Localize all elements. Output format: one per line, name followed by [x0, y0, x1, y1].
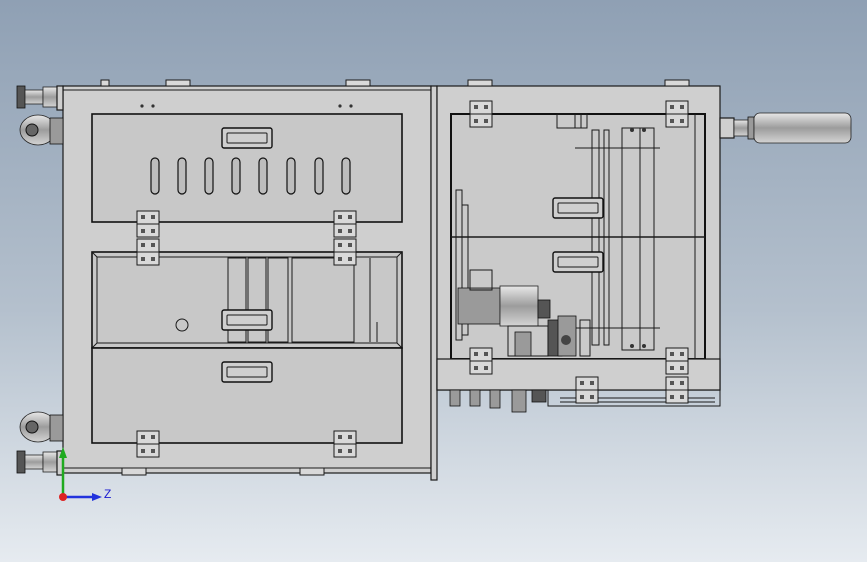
leveling-foot-icon — [16, 85, 64, 111]
top-lug — [165, 79, 191, 87]
caster-wheel-icon — [19, 114, 64, 146]
caster-wheel-icon — [19, 411, 64, 443]
handle-icon[interactable] — [221, 127, 273, 149]
handle-icon[interactable] — [552, 251, 604, 273]
top-lug — [100, 79, 110, 87]
hinge-icon — [469, 347, 493, 375]
hinge-icon — [575, 376, 599, 404]
axis-triad-icon: Z — [59, 447, 111, 501]
hinge-icon — [665, 347, 689, 375]
handle-icon[interactable] — [221, 361, 273, 383]
bottom-lug — [121, 467, 147, 476]
middle-window-panel[interactable] — [91, 251, 403, 349]
hinge-icon — [333, 210, 357, 238]
handle-icon[interactable] — [552, 197, 604, 219]
top-lug — [664, 79, 690, 87]
hinge-icon — [665, 376, 689, 404]
top-lug — [345, 79, 371, 87]
hinge-icon — [665, 100, 689, 128]
bottom-lug — [299, 467, 325, 476]
top-vent-panel[interactable] — [91, 113, 403, 223]
origin-marker — [59, 493, 67, 501]
hinge-icon — [333, 430, 357, 458]
hinge-icon — [136, 210, 160, 238]
z-axis-label: Z — [104, 487, 111, 501]
cylinder-icon — [719, 112, 852, 144]
motor-assembly — [457, 269, 591, 357]
indicator-lamp — [175, 318, 189, 332]
bottom-panel[interactable] — [91, 347, 403, 444]
hinge-icon — [136, 238, 160, 266]
hinge-icon — [469, 100, 493, 128]
hinge-icon — [333, 238, 357, 266]
handle-icon[interactable] — [221, 309, 273, 331]
top-lug — [467, 79, 493, 87]
hinge-icon — [136, 430, 160, 458]
leveling-foot-icon — [16, 450, 64, 476]
vent-slots — [150, 157, 351, 195]
